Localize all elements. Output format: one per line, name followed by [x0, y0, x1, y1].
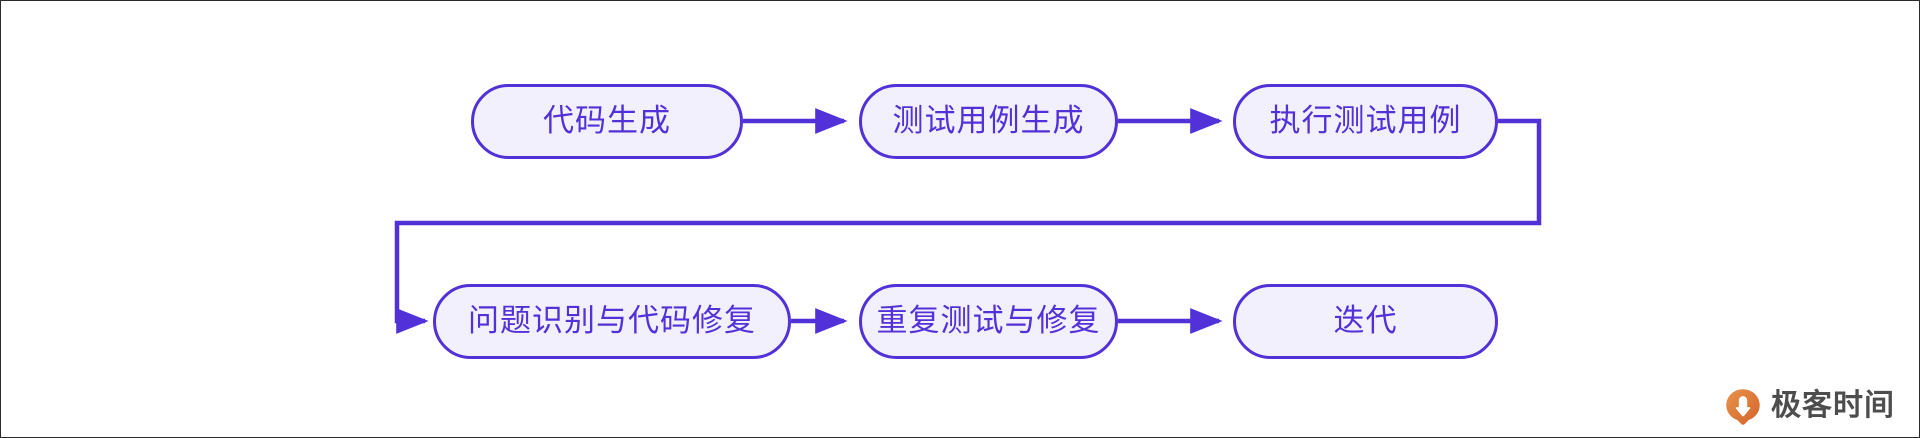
node-label: 执行测试用例 — [1269, 103, 1462, 138]
watermark: 极客时间 — [1724, 387, 1895, 425]
node-retest-and-fix[interactable]: 重复测试与修复 — [859, 284, 1118, 359]
node-label: 重复测试与修复 — [876, 303, 1101, 338]
node-label: 问题识别与代码修复 — [468, 303, 756, 338]
node-label: 测试用例生成 — [892, 103, 1085, 138]
geektime-logo-icon — [1726, 389, 1760, 425]
node-code-generation[interactable]: 代码生成 — [471, 84, 743, 159]
node-iteration[interactable]: 迭代 — [1233, 284, 1498, 359]
node-issue-fix[interactable]: 问题识别与代码修复 — [433, 284, 791, 359]
node-label: 代码生成 — [543, 103, 671, 138]
node-test-case-generation[interactable]: 测试用例生成 — [859, 84, 1118, 159]
node-label: 迭代 — [1333, 303, 1398, 338]
node-execute-test-cases[interactable]: 执行测试用例 — [1233, 84, 1498, 159]
watermark-text: 极客时间 — [1771, 389, 1895, 422]
